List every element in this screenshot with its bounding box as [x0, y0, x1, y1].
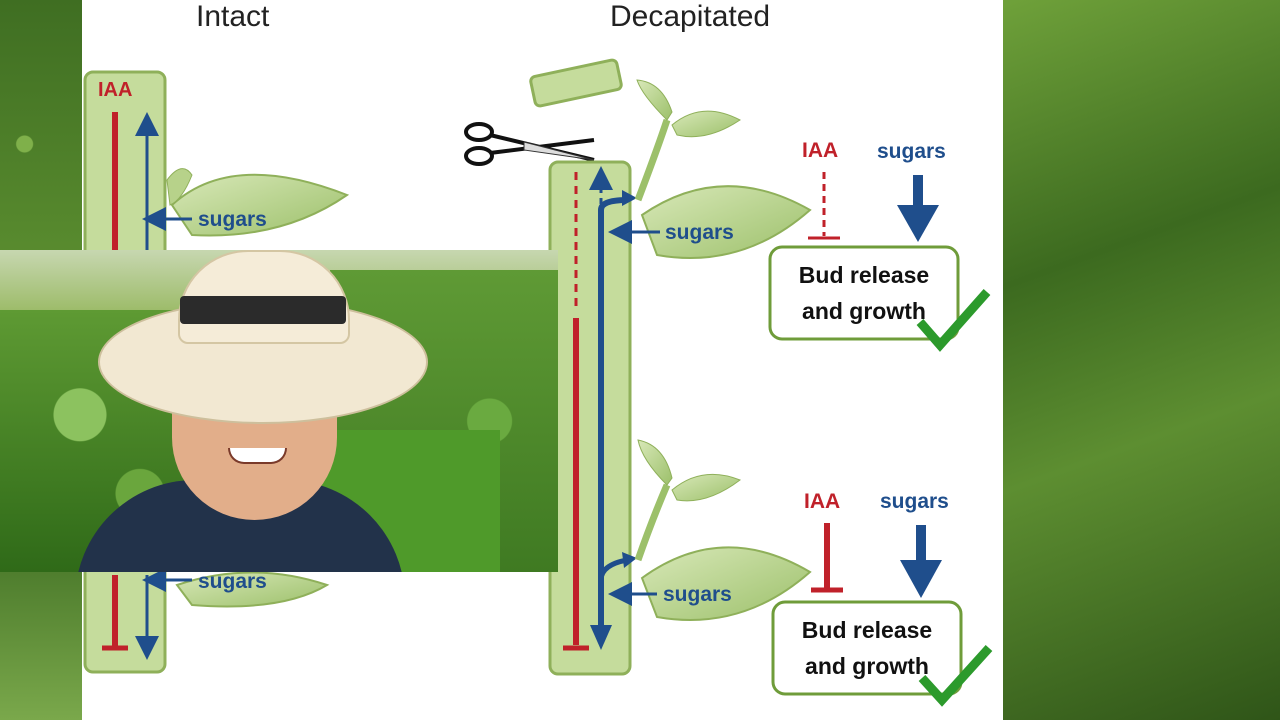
decap-top-shoot [634, 118, 671, 202]
decap-lower-bud-leaf-icon [637, 439, 673, 486]
intact-bud-icon [166, 168, 193, 206]
intact-sugars-label-bottom: sugars [198, 570, 267, 593]
intact-leaf-icon [170, 173, 350, 237]
decapitated-stem [548, 160, 632, 676]
decap-top-bud-leaf2-icon [671, 110, 741, 138]
decap-sugar-arrowhead-bottom [590, 625, 612, 650]
removed-apex [529, 58, 623, 108]
decap-top-bud-leaf-icon [636, 79, 673, 121]
top-panel-sugars-arrowhead [897, 205, 939, 242]
bottom-panel-iaa-label: IAA [804, 490, 840, 513]
decap-sugar-arrowhead-top [622, 190, 637, 206]
bottom-panel-sugars-arrowhead [900, 560, 942, 598]
bottom-outcome-line1: Bud release [802, 617, 932, 643]
bottom-outcome-line2: and growth [805, 653, 929, 679]
bottom-panel-sugars-label: sugars [880, 490, 949, 513]
decap-top-leaf-icon [640, 185, 812, 259]
presenter-webcam [0, 250, 558, 572]
hat-brim [98, 300, 428, 424]
hat-band [180, 296, 346, 324]
intact-iaa-label: IAA [98, 79, 132, 101]
decap-sugars-label-top: sugars [665, 221, 734, 244]
decap-lower-bud-leaf2-icon [671, 473, 742, 502]
top-panel-sugars-label: sugars [877, 140, 946, 163]
decap-sugar-branch-lower [598, 557, 628, 581]
title-decapitated: Decapitated [610, 0, 771, 33]
decap-sugars-label-bottom: sugars [663, 583, 732, 606]
top-outcome-line1: Bud release [799, 262, 929, 288]
bottom-outcome-box [771, 600, 963, 696]
decap-sugar-arrowhead-lower [622, 552, 637, 568]
title-intact: Intact [196, 0, 270, 33]
intact-sugars-label-top: sugars [198, 208, 267, 231]
presenter-smile [228, 448, 287, 464]
decap-lower-shoot [634, 483, 671, 562]
scissors-icon [464, 122, 595, 166]
top-panel-iaa-label: IAA [802, 139, 838, 162]
intact-lower-leaf-icon [175, 571, 330, 608]
top-checkmark-icon [916, 289, 991, 352]
decap-lower-leaf-icon [640, 546, 812, 621]
top-outcome-line2: and growth [802, 298, 926, 324]
foliage-background-right [1003, 0, 1280, 720]
top-outcome-box [768, 245, 960, 341]
decap-sugar-flow [598, 197, 628, 625]
bottom-checkmark-icon [918, 644, 993, 707]
